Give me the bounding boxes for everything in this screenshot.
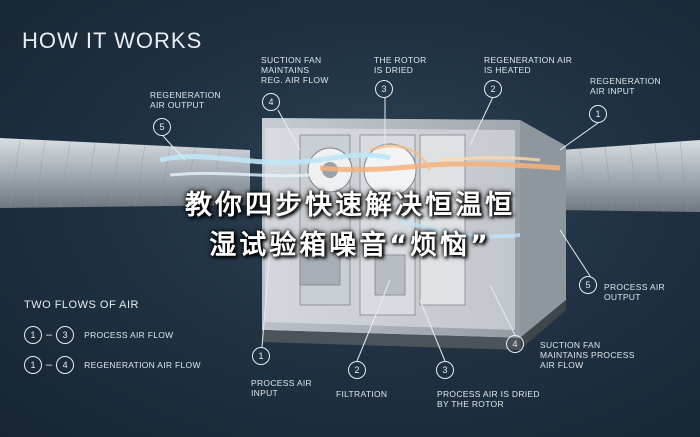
callout-text: IS HEATED (484, 65, 531, 75)
callout-suction-fan-process: SUCTION FAN MAINTAINS PROCESS AIR FLOW (540, 340, 635, 370)
step-badge-3: 3 (375, 80, 393, 98)
step-badge-2: 2 (484, 80, 502, 98)
legend-label: REGENERATION AIR FLOW (84, 360, 201, 370)
callout-regeneration-air-input: REGENERATION AIR INPUT (590, 76, 661, 96)
callout-text: REGENERATION AIR (484, 55, 573, 65)
step-badge-5-bottom: 5 (579, 276, 597, 294)
callout-process-air-input: PROCESS AIR INPUT (251, 378, 312, 398)
legend-badge: 1 (24, 326, 42, 344)
legend-dash: – (46, 329, 53, 341)
callout-text: REGENERATION (150, 90, 221, 100)
page-title: HOW IT WORKS (22, 28, 203, 53)
callout-text: THE ROTOR (374, 55, 427, 65)
step-badge-2-bottom: 2 (348, 361, 366, 379)
callout-text: SUCTION FAN (540, 340, 601, 350)
callout-text: OUTPUT (604, 292, 641, 302)
callout-text: MAINTAINS (261, 65, 310, 75)
callout-text: PROCESS AIR (604, 282, 665, 292)
callout-filtration: FILTRATION (336, 389, 387, 399)
callout-text: REG. AIR FLOW (261, 75, 329, 85)
callout-process-air-output: PROCESS AIR OUTPUT (604, 282, 665, 302)
callout-text: BY THE ROTOR (437, 399, 504, 409)
callout-text: PROCESS AIR IS DRIED (437, 389, 540, 399)
legend-label: PROCESS AIR FLOW (84, 330, 174, 340)
callout-rotor-dried: THE ROTOR IS DRIED (374, 55, 427, 75)
step-badge-4-bottom: 4 (506, 335, 524, 353)
callout-regeneration-air-heated: REGENERATION AIR IS HEATED (484, 55, 572, 75)
callout-text: AIR OUTPUT (150, 100, 205, 110)
callout-text: AIR FLOW (540, 360, 584, 370)
callout-text: INPUT (251, 388, 278, 398)
callout-regeneration-air-output: REGENERATION AIR OUTPUT (150, 90, 221, 110)
legend-title: TWO FLOWS OF AIR (24, 299, 139, 311)
right-duct (560, 140, 700, 213)
legend-badge: 3 (56, 326, 75, 344)
overlay-headline-line1: 教你四步快速解决恒温恒 (185, 190, 515, 221)
callout-text: FILTRATION (336, 389, 388, 399)
callout-text: REGENERATION (590, 76, 661, 86)
callout-text: IS DRIED (374, 65, 414, 75)
callout-text: MAINTAINS PROCESS (540, 350, 635, 360)
callout-text: PROCESS AIR (251, 378, 312, 388)
legend-badge: 4 (56, 356, 75, 374)
leader-lines (162, 96, 599, 362)
step-badge-4: 4 (262, 93, 280, 111)
step-badge-1-bottom: 1 (252, 347, 270, 365)
callout-process-air-dried: PROCESS AIR IS DRIED BY THE ROTOR (437, 389, 540, 409)
callout-text: AIR INPUT (590, 86, 635, 96)
step-badge-3-bottom: 3 (436, 361, 454, 379)
process-air-flow (159, 152, 521, 239)
overlay-headline-line2: 湿试验箱噪音“烦恼” (209, 230, 491, 261)
step-badge-5: 5 (153, 118, 171, 136)
legend-dash: – (46, 359, 53, 371)
callout-text: SUCTION FAN (261, 55, 322, 65)
callout-suction-fan-reg: SUCTION FAN MAINTAINS REG. AIR FLOW (261, 55, 329, 85)
step-badge-1: 1 (589, 105, 607, 123)
legend-row-process: 1 – 3 PROCESS AIR FLOW (24, 326, 173, 344)
regeneration-air-flow (319, 144, 561, 173)
legend-row-regeneration: 1 – 4 REGENERATION AIR FLOW (24, 356, 201, 374)
legend-badge: 1 (24, 356, 42, 374)
